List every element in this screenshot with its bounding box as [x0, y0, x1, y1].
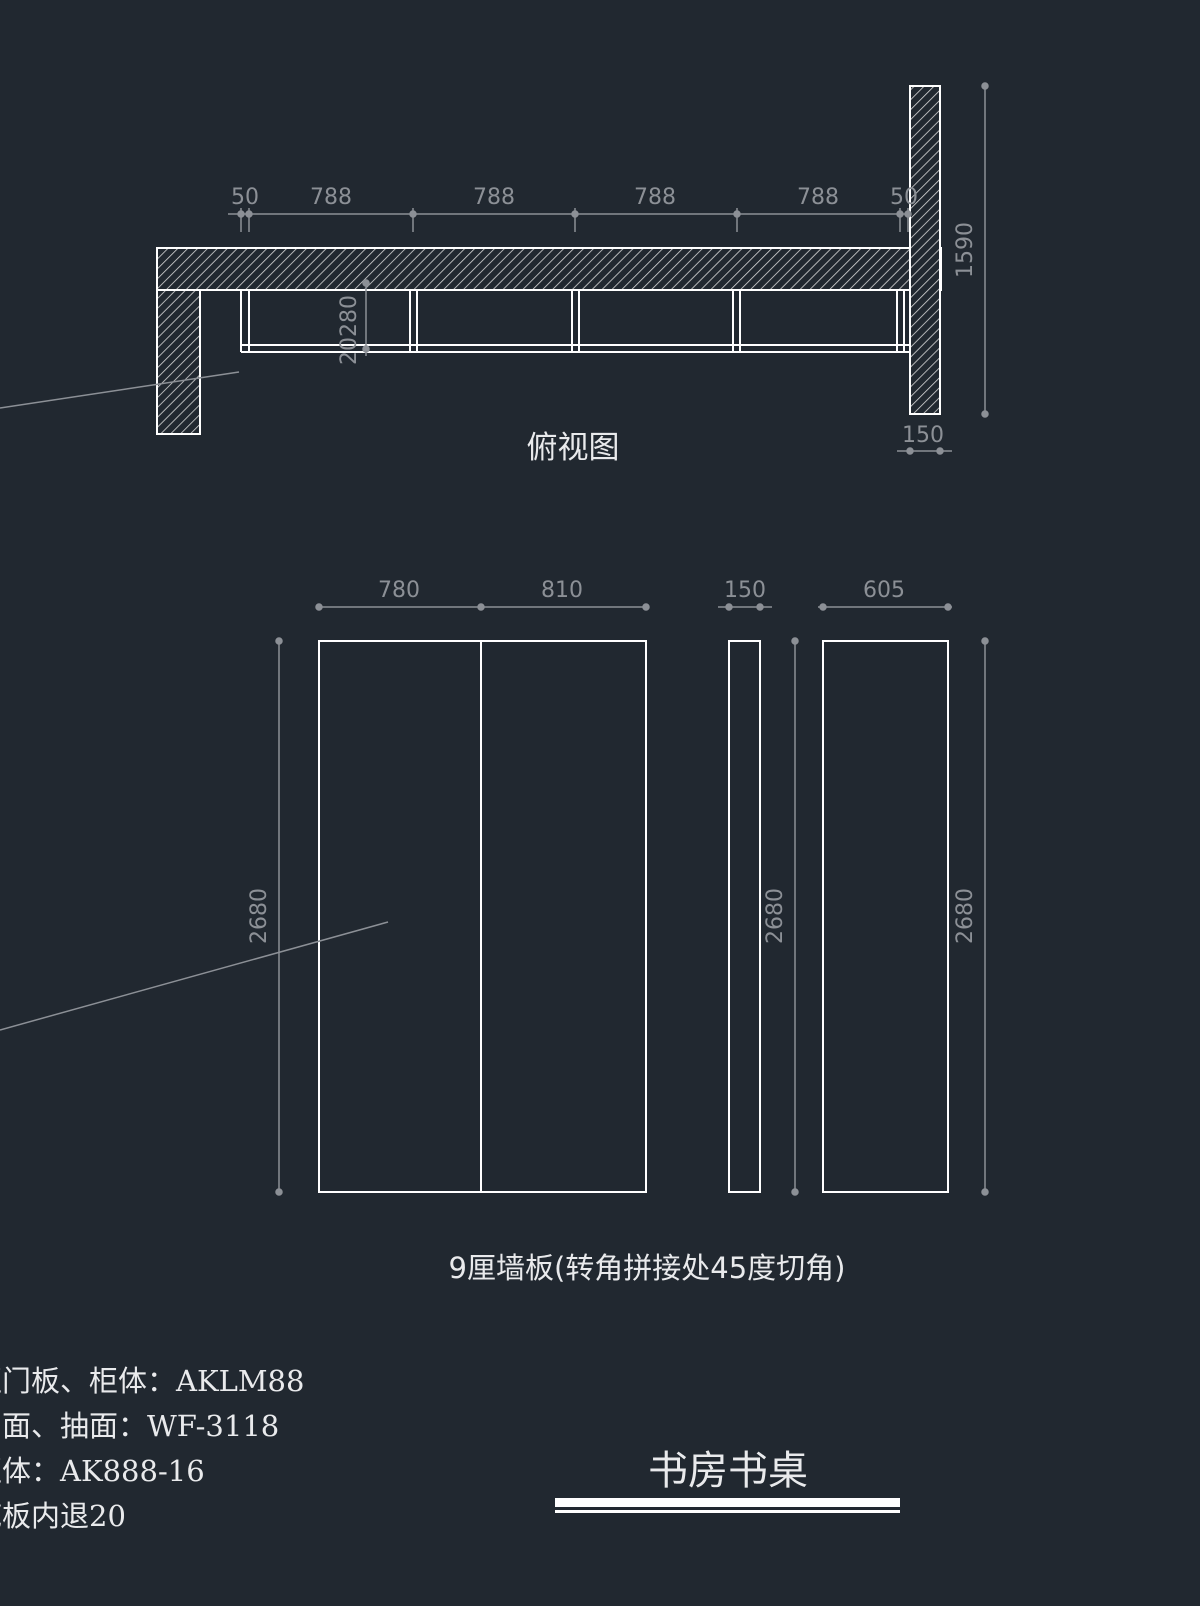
note-line-2: 台面、抽面：WF-3118	[0, 1409, 279, 1443]
note-line-1: 柜门板、柜体：AKLM88	[0, 1364, 304, 1398]
top-dimension-chain	[228, 208, 912, 232]
material-notes: 柜门板、柜体：AKLM88 台面、抽面：WF-3118 柜体：AK888-16 …	[0, 1364, 304, 1533]
dim-top-788-4: 788	[797, 185, 839, 210]
dim-bottom-right: 150	[902, 423, 944, 448]
cabinet-row	[240, 290, 910, 353]
elevation-leader-line	[0, 921, 389, 1031]
note-line-4: 底板内退20	[0, 1499, 126, 1533]
panel-left-810	[480, 640, 647, 1193]
panel-left-780	[318, 640, 482, 1193]
dim-inner-gap: 20	[337, 337, 362, 365]
dim-top-788-3: 788	[634, 185, 676, 210]
elevation-width-dimensions	[315, 603, 952, 611]
dim-height-right: 2680	[953, 888, 978, 944]
dim-width-605: 605	[863, 578, 905, 603]
dim-width-150: 150	[724, 578, 766, 603]
right-wall	[909, 85, 941, 415]
drawing-title: 书房书桌	[648, 1448, 808, 1494]
dim-top-788-2: 788	[473, 185, 515, 210]
top-wall	[156, 247, 942, 291]
panel-right-605	[822, 640, 949, 1193]
title-block: 书房书桌	[555, 1448, 900, 1513]
dim-height-left: 2680	[247, 888, 272, 944]
dim-width-810: 810	[541, 578, 583, 603]
inner-depth-dimension	[362, 279, 370, 356]
top-view-title: 俯视图	[527, 430, 620, 466]
elevation-height-dimensions	[275, 637, 989, 1196]
dim-top-50-left: 50	[231, 185, 259, 210]
dim-right-height: 1590	[953, 222, 978, 278]
elevation-caption: 9厘墙板(转角拼接处45度切角)	[449, 1251, 846, 1285]
leader-line	[0, 371, 240, 409]
dim-width-780: 780	[378, 578, 420, 603]
dim-inner-depth: 280	[337, 295, 362, 337]
dim-height-middle: 2680	[763, 888, 788, 944]
note-line-3: 柜体：AK888-16	[0, 1454, 205, 1488]
right-height-dimension	[981, 82, 989, 418]
bottom-right-dimension	[897, 447, 952, 455]
top-view: 50 788 788 788 788 50 1590 280 20 150 俯视…	[0, 82, 989, 466]
title-underline-thin	[555, 1510, 900, 1513]
dim-top-50-right: 50	[890, 185, 918, 210]
elevation-view: 780 810 150 605 2680 2680 2680 9厘墙板(转角拼接…	[0, 578, 989, 1285]
panel-side-150	[728, 640, 761, 1193]
dim-top-788-1: 788	[310, 185, 352, 210]
title-underline	[555, 1498, 900, 1507]
